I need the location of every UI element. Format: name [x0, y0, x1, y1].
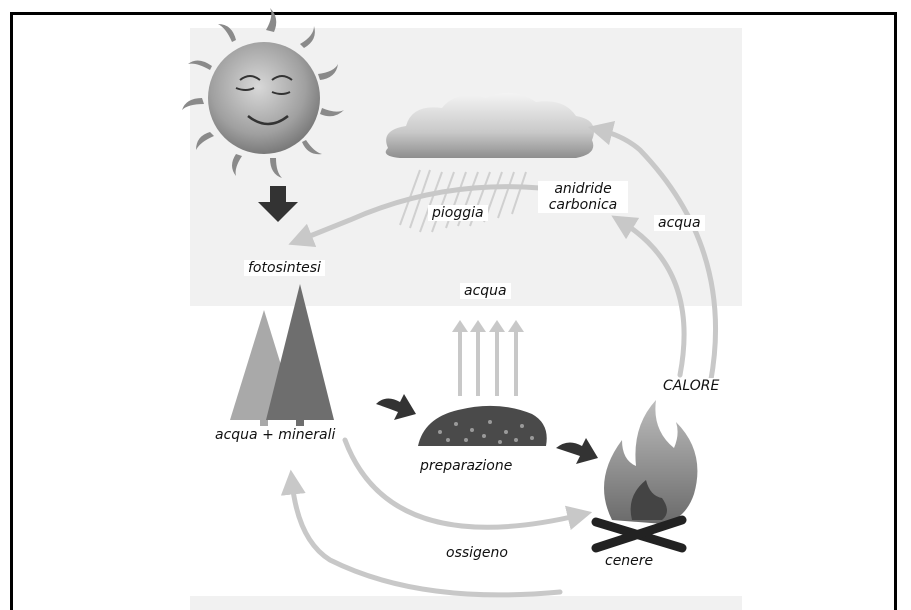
arrow-to-fotosintesi: [288, 184, 543, 247]
cycle-arrows: [280, 120, 718, 598]
label-cenere: cenere: [601, 553, 658, 569]
label-pioggia: pioggia: [428, 205, 488, 221]
fire-icon: [591, 400, 698, 553]
label-acqua-right: acqua: [654, 215, 705, 231]
small-arrow-icon: [376, 394, 416, 420]
arrow-calore-to-anidride: [611, 215, 687, 378]
diagram-frame: [10, 12, 897, 610]
woodchip-pile-icon: [418, 405, 547, 446]
label-fotosintesi: fotosintesi: [244, 260, 325, 276]
label-anidride-line2: carbonica: [548, 197, 618, 213]
arrow-to-acqua-minerali: [280, 469, 563, 598]
label-acqua-center: acqua: [460, 283, 511, 299]
vapor-arrows: [452, 320, 524, 396]
label-anidride-carbonica: anidride carbonica: [538, 181, 628, 213]
label-preparazione: preparazione: [416, 458, 517, 474]
label-ossigeno: ossigeno: [442, 545, 512, 561]
down-arrow-icon: [258, 186, 298, 222]
cloud-icon: [385, 92, 594, 158]
ground-strip: [190, 596, 742, 610]
sun-icon: [182, 8, 344, 178]
arrow-ossigeno-inner: [342, 437, 593, 531]
arrow-outer-acqua: [587, 120, 718, 388]
small-arrow-icon: [556, 438, 598, 464]
tree-icon: [230, 284, 334, 426]
label-calore: CALORE: [659, 378, 724, 394]
rain-icon: [399, 169, 527, 233]
label-acqua-minerali: acqua + minerali: [211, 427, 340, 443]
label-anidride-line1: anidride: [554, 181, 612, 197]
